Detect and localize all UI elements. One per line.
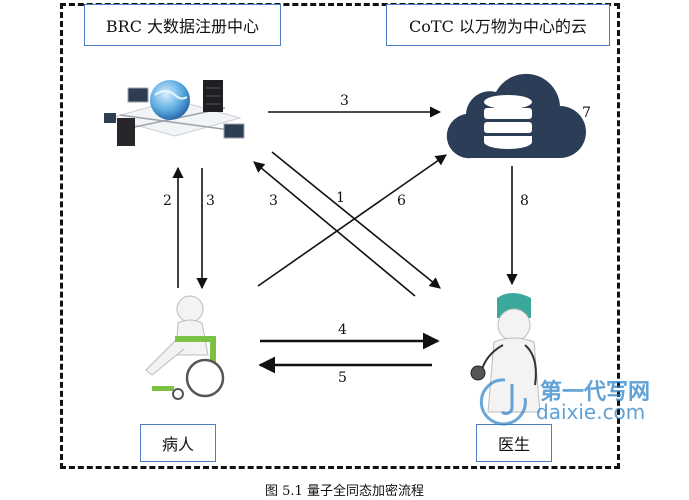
label-patient-to-doctor: 4 [338, 322, 347, 338]
watermark-logo [479, 378, 527, 426]
label-doctor-to-patient: 5 [338, 370, 347, 386]
doctor-icon [470, 293, 541, 413]
arrows [172, 106, 518, 374]
label-cloud-side: 7 [582, 105, 591, 121]
label-cloud-to-doctor: 8 [520, 193, 529, 209]
label-patient-to-brc: 2 [163, 193, 172, 209]
cotc-label: CoTC 以万物为中心的云 [409, 17, 587, 36]
watermark-text: 第一代写网 [540, 380, 651, 405]
doctor-box: 医生 [476, 424, 552, 462]
label-brc-to-patient: 3 [206, 193, 215, 209]
patient-label: 病人 [161, 435, 194, 454]
watermark-domain: daixie.com [536, 400, 646, 424]
label-brc-to-cloud: 3 [340, 93, 349, 109]
network-icon [104, 80, 245, 146]
brc-label: BRC 大数据注册中心 [105, 17, 260, 36]
label-doctor-to-brc: 3 [269, 193, 278, 209]
patient-box: 病人 [140, 424, 216, 462]
arrow-doctor-to-brc [253, 161, 416, 297]
figure-caption: 图 5.1 量子全同态加密流程 [265, 484, 424, 499]
label-brc-to-doctor: 1 [336, 190, 345, 206]
label-patient-to-cloud: 6 [397, 193, 406, 209]
cotc-box: CoTC 以万物为中心的云 [386, 4, 610, 46]
patient-icon [145, 295, 225, 400]
dashed-frame [60, 3, 620, 469]
arrow-brc-to-doctor [271, 151, 441, 289]
arrow-patient-to-cloud [257, 154, 447, 287]
brc-box: BRC 大数据注册中心 [84, 4, 281, 46]
cloud-database-icon [446, 73, 586, 159]
doctor-label: 医生 [497, 435, 530, 454]
